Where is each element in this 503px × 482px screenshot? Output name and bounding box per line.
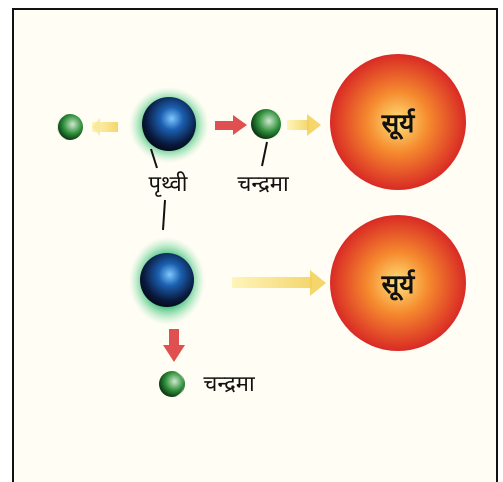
top-light-arrow-left [92,118,118,136]
top-left-moon [57,114,83,140]
bottom-moon-label: चन्द्रमा [203,372,255,397]
bottom-moon [159,371,185,397]
connector-line [163,200,165,230]
bottom-sun-label: सूर्य [381,269,416,301]
earth-label: पृथ्वी [149,171,188,197]
top-sun-label: सूर्य [381,108,416,140]
top-light-arrow-right [287,114,321,136]
bottom-light-arrow [232,270,326,296]
top-moon-label: चन्द्रमा [237,172,289,197]
bottom-red-arrow [163,329,185,362]
bottom-earth [129,237,205,325]
top-earth [129,87,209,163]
moon-pointer-line [262,142,267,166]
top-right-moon [251,109,282,139]
top-red-arrow [215,115,247,135]
